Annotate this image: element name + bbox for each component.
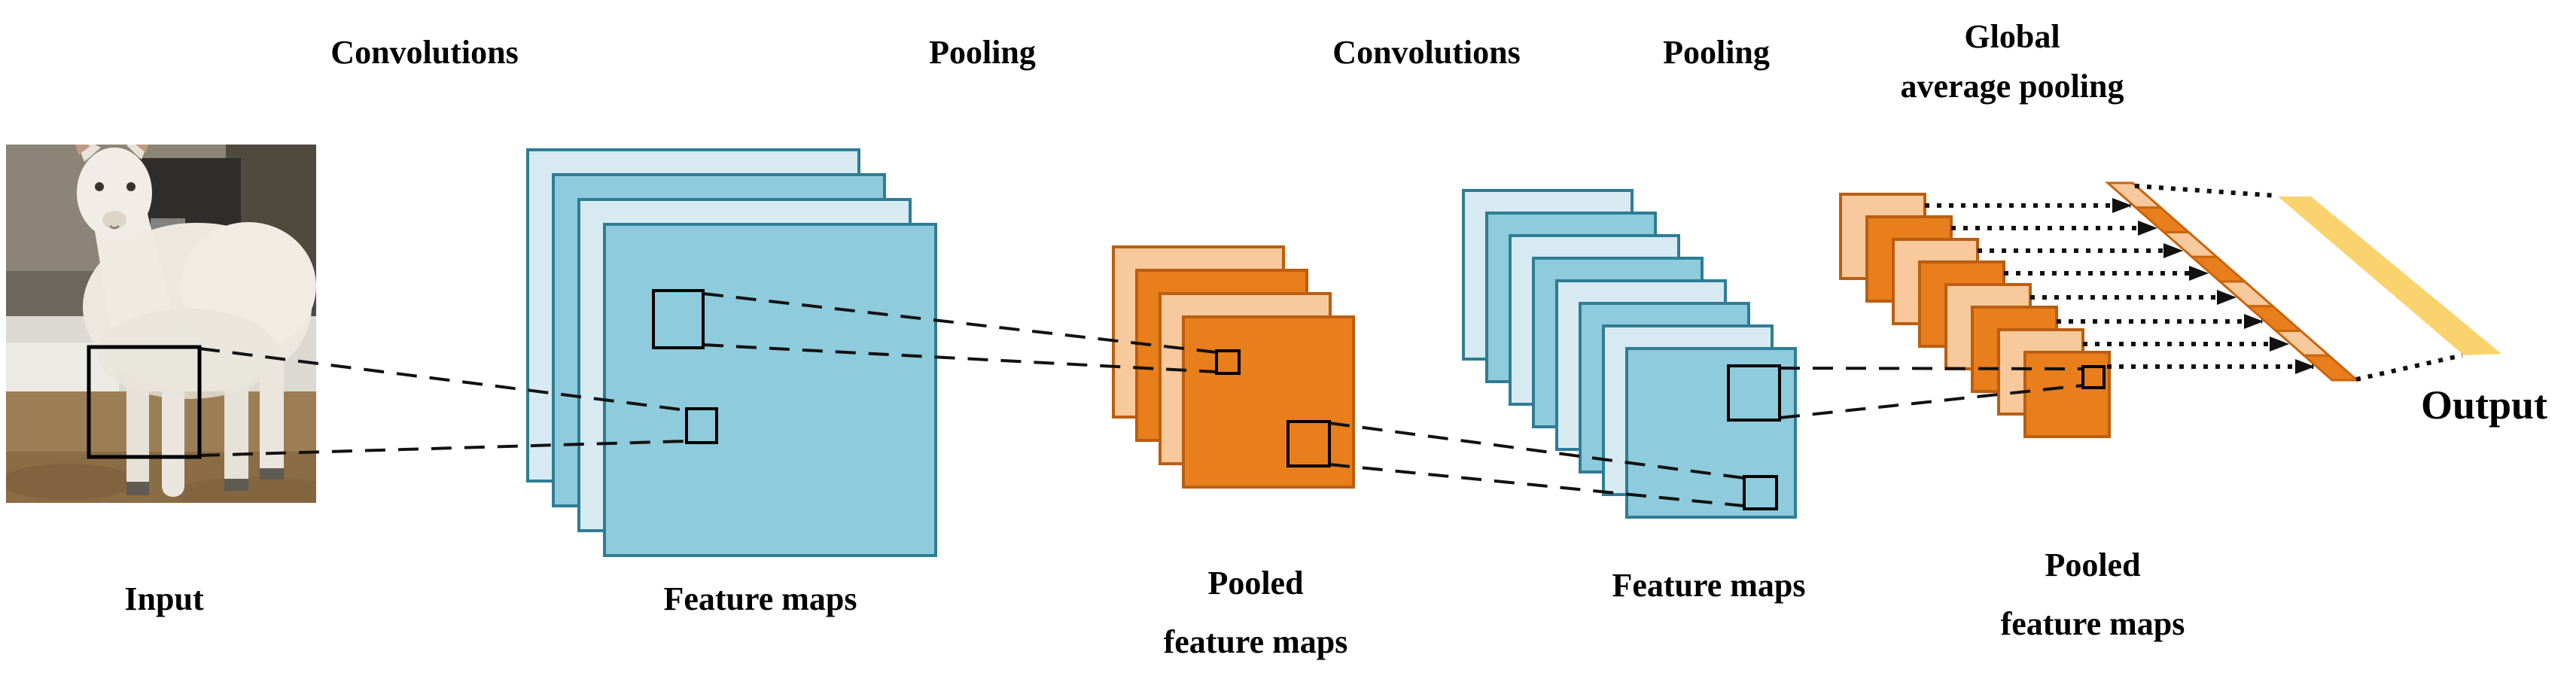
feature-maps-stack-2-layer-8: [1625, 347, 1797, 519]
strip-connector-1: [2134, 184, 2277, 198]
stage-label-convolutions-1: Convolutions: [330, 34, 519, 71]
gap-label-line1: Global: [1964, 18, 2060, 55]
zoom-dashed-line-4: [702, 343, 1217, 373]
layer-label-pooled-feature-maps-1: Pooled feature maps: [1164, 554, 1348, 671]
stage-label-global-average-pooling: Global average pooling: [1901, 12, 2124, 111]
layer-label-feature-maps-2: Feature maps: [1612, 567, 1806, 604]
fm2-kernel-window: [1727, 364, 1781, 422]
pooled-feature-maps-stack-1-layer-4: [1182, 315, 1355, 489]
gap-strip-segment-3: [2160, 231, 2220, 258]
stage-label-convolutions-2: Convolutions: [1332, 34, 1521, 71]
gap-strip-segment-1: [2105, 181, 2164, 209]
zoom-dashed-line-5: [1329, 422, 1745, 480]
feature-maps-stack-1: [526, 148, 937, 557]
pooled-feature-maps-stack-2: [1839, 193, 2111, 438]
stage-label-pooling-2: Pooling: [1663, 34, 1770, 71]
fm1-kernel-window: [652, 289, 705, 349]
pooled1-label-line1: Pooled: [1207, 565, 1304, 601]
zoom-dashed-line-2: [199, 440, 687, 457]
zoom-dashed-line-8: [1779, 384, 2084, 419]
pooled1-label-line2: feature maps: [1163, 623, 1348, 660]
layer-label-feature-maps-1: Feature maps: [663, 580, 857, 617]
layer-label-pooled-feature-maps-2: Pooled feature maps: [2001, 536, 2185, 653]
pooled2-label-line2: feature maps: [2000, 605, 2185, 642]
stage-label-pooling-1: Pooling: [929, 34, 1036, 71]
pooled-feature-maps-stack-1: [1112, 245, 1355, 489]
gap-label-line2: average pooling: [1900, 68, 2124, 105]
feature-maps-stack-2: [1462, 189, 1797, 519]
feature-maps-stack-1-layer-4: [603, 223, 937, 557]
pooled2-label-line1: Pooled: [2045, 547, 2141, 583]
pf1-kernel-window: [1286, 420, 1331, 467]
fm1-projected-cell: [685, 407, 718, 444]
fm2-projected-cell: [1743, 475, 1778, 510]
input-receptive-field: [87, 345, 202, 459]
gap-strip-segment-5: [2217, 280, 2276, 308]
zoom-dashed-line-1: [199, 347, 687, 412]
input-photo: [6, 145, 316, 503]
zoom-dashed-line-3: [702, 292, 1217, 354]
pooled-feature-maps-stack-2-layer-8: [2023, 351, 2111, 438]
output-strip: [2278, 196, 2501, 355]
gap-strip-segment-7: [2273, 330, 2332, 357]
gap-strip-segment-2: [2133, 206, 2192, 233]
pf1-pooled-cell: [1215, 349, 1241, 375]
zoom-dashed-line-7: [1779, 367, 2084, 370]
layer-label-input: Input: [124, 580, 204, 617]
pf2-pooled-cell: [2081, 365, 2106, 389]
zoom-dashed-line-6: [1329, 463, 1745, 507]
gap-strip-segment-4: [2188, 255, 2248, 283]
layer-label-output: Output: [2420, 382, 2548, 428]
gap-strip-segment-6: [2245, 305, 2304, 332]
generated-diagram: [87, 148, 2501, 557]
strip-connector-2: [2355, 353, 2463, 382]
